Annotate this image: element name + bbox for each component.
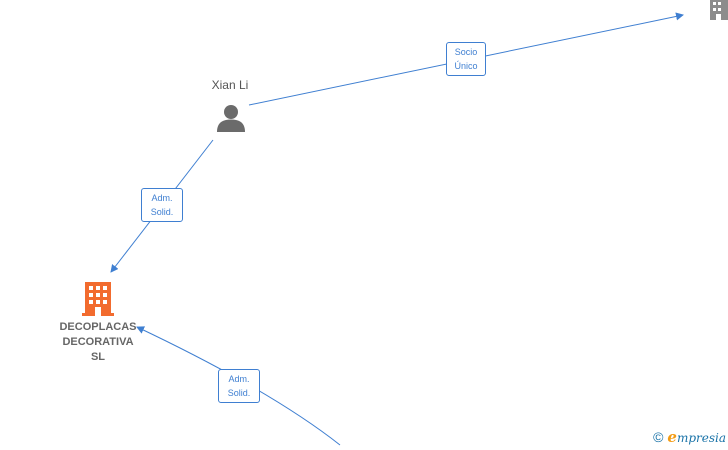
edge-label-line: Solid. — [150, 207, 174, 217]
brand-rest: mpresia — [676, 431, 726, 445]
brand-initial: e — [667, 428, 677, 446]
edge-label-line: Adm. — [151, 193, 173, 203]
edge-label-line: Solid. — [227, 388, 251, 398]
person-icon[interactable] — [216, 104, 246, 132]
edge-label-adm-solid-lower[interactable]: Adm. Solid. — [218, 369, 260, 403]
building-icon[interactable] — [82, 282, 114, 316]
person-name[interactable]: Xian Li — [211, 78, 249, 92]
brand-logo: empresia — [667, 428, 726, 446]
edge-label-line: Socio — [454, 47, 478, 57]
edge-label-line: Adm. — [228, 374, 250, 384]
empresia-watermark: © empresia — [653, 428, 726, 446]
company-name-line: SL — [90, 351, 106, 363]
copyright-symbol: © — [653, 429, 664, 445]
edge-label-socio-unico[interactable]: Socio Único — [446, 42, 486, 76]
building-icon[interactable] — [708, 0, 728, 20]
edge-label-adm-solid-upper[interactable]: Adm. Solid. — [141, 188, 183, 222]
company-name-line: DECORATIVA — [62, 336, 134, 348]
company-name[interactable]: DECOPLACAS DECORATIVA SL — [46, 320, 150, 365]
company-name-line: DECOPLACAS — [59, 321, 137, 333]
edge-label-line: Único — [454, 61, 478, 71]
